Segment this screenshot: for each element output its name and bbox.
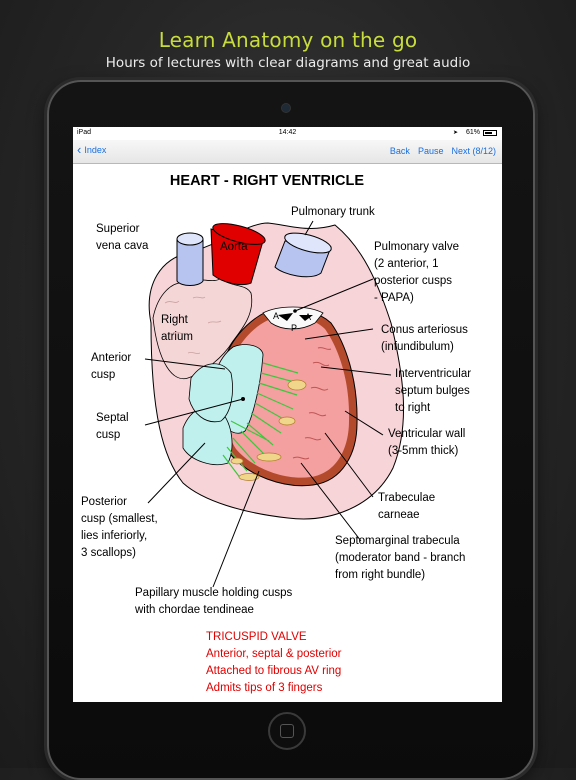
heart-diagram: HEART - RIGHT VENTRICLE: [81, 173, 471, 694]
tricuspid-notes: TRICUSPID VALVE Anterior, septal & poste…: [206, 631, 342, 694]
note-0: TRICUSPID VALVE: [206, 631, 307, 643]
note-3: Admits tips of 3 fingers: [206, 682, 323, 694]
label-ra-1: Right: [161, 314, 189, 326]
label-conus-1: Conus arteriosus: [381, 324, 468, 336]
label-aorta: Aorta: [220, 241, 248, 253]
nav-bar: ‹ Index Back Pause Next (8/12): [73, 140, 502, 164]
label-post-4: 3 scallops): [81, 547, 136, 559]
label-pap-2: with chordae tendineae: [134, 604, 254, 616]
label-svc-1: Superior: [96, 223, 140, 235]
carrier-label: iPad: [77, 129, 92, 136]
septal-cusp-dot: [241, 397, 245, 401]
label-pv-2: (2 anterior, 1: [374, 258, 439, 270]
chevron-left-icon: ‹: [77, 142, 82, 157]
label-tc-1: Trabeculae: [378, 492, 435, 504]
valve-label-a2: A: [305, 312, 311, 322]
pulmonary-valve: A A P: [262, 306, 324, 333]
label-post-3: lies inferiorly,: [81, 530, 147, 542]
promo-subheadline: Hours of lectures with clear diagrams an…: [105, 55, 471, 71]
label-svc-2: vena cava: [96, 240, 149, 252]
trabeculae-ridges: [292, 347, 332, 460]
svc-vessel: [176, 232, 204, 286]
label-vw-2: (3-5mm thick): [388, 445, 458, 457]
label-ra-2: atrium: [161, 331, 193, 343]
app-screen: iPad 14:42 ➤ 61% ‹ Index Back Pause Next…: [73, 127, 502, 702]
label-smt-1: Septomarginal trabecula: [335, 535, 460, 547]
diagram-title: HEART - RIGHT VENTRICLE: [170, 173, 364, 189]
index-label: Index: [84, 145, 107, 155]
location-arrow-icon: ➤: [452, 130, 458, 136]
pause-button[interactable]: Pause: [417, 146, 444, 156]
label-ant-1: Anterior: [91, 352, 131, 364]
label-sep-2: cusp: [96, 429, 120, 441]
label-ivs-1: Interventricular: [395, 368, 471, 380]
label-sep-1: Septal: [96, 412, 129, 424]
note-1: Anterior, septal & posterior: [206, 648, 342, 660]
label-pap-1: Papillary muscle holding cusps: [135, 587, 292, 599]
valve-label-p: P: [291, 323, 297, 333]
battery-percent: 61%: [465, 129, 480, 136]
back-button[interactable]: Back: [389, 146, 410, 156]
valve-label-a1: A: [273, 311, 279, 321]
label-smt-2: (moderator band - branch: [335, 552, 465, 564]
home-button[interactable]: [268, 712, 306, 750]
label-pulmonary-trunk: Pulmonary trunk: [291, 206, 375, 218]
pulmonary-trunk: [274, 232, 332, 278]
label-post-1: Posterior: [81, 496, 127, 508]
note-2: Attached to fibrous AV ring: [206, 665, 341, 677]
camera-icon: [282, 104, 290, 112]
promo-headline: Learn Anatomy on the go: [158, 28, 418, 52]
label-smt-3: from right bundle): [335, 569, 425, 581]
label-ivs-2: septum bulges: [395, 385, 470, 397]
playback-controls: Back Pause Next (8/12): [390, 146, 496, 156]
papillary-muscles: [230, 379, 307, 481]
label-ant-2: cusp: [91, 369, 115, 381]
label-ivs-3: to right: [395, 402, 431, 414]
label-tc-2: carneae: [378, 509, 420, 521]
tricuspid-cusps: [182, 344, 264, 465]
clock: 14:42: [278, 129, 297, 136]
index-button[interactable]: ‹ Index: [77, 142, 107, 157]
label-conus-2: (infundibulum): [381, 341, 454, 353]
label-vw-1: Ventricular wall: [388, 428, 465, 440]
label-post-2: cusp (smallest,: [81, 513, 158, 525]
next-button[interactable]: Next (8/12): [451, 146, 496, 156]
label-pv-3: posterior cusps: [374, 275, 452, 287]
diagram-labels: Superior vena cava Aorta Pulmonary trunk…: [81, 206, 471, 616]
atrium-texture: [164, 296, 222, 354]
status-bar: iPad 14:42 ➤ 61%: [73, 127, 502, 140]
battery-icon: [483, 130, 497, 136]
aorta-vessel: [210, 223, 266, 286]
label-pv-1: Pulmonary valve: [374, 241, 459, 253]
label-pv-4: - PAPA): [374, 292, 414, 304]
leader-lines: [144, 220, 392, 588]
pv-dot: [293, 309, 297, 313]
